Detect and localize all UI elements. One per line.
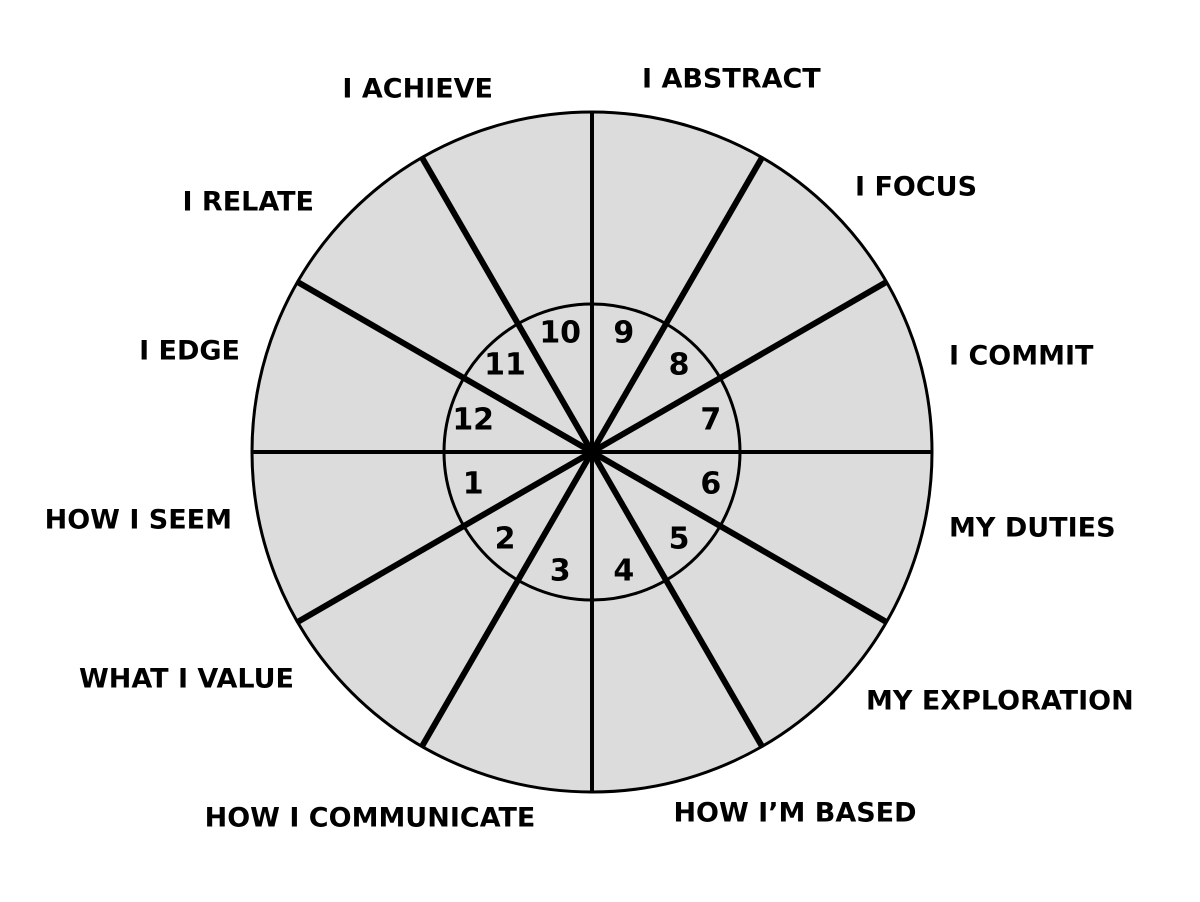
house-divider-8 <box>296 449 594 625</box>
house-number-11: 11 <box>484 348 526 383</box>
house-label-10: I ACHIEVE <box>342 74 493 105</box>
house-dividers <box>252 112 932 792</box>
house-divider-3 <box>589 156 765 454</box>
house-number-10: 10 <box>539 316 581 351</box>
house-number-5: 5 <box>669 522 690 557</box>
house-number-3: 3 <box>550 553 571 588</box>
house-label-2: WHAT I VALUE <box>79 664 294 695</box>
house-divider-12 <box>590 449 888 625</box>
house-divider-6 <box>296 279 594 455</box>
house-number-6: 6 <box>700 466 721 501</box>
inner-circle <box>442 302 742 602</box>
center-hub <box>582 442 602 462</box>
house-divider-2 <box>590 279 888 455</box>
house-number-9: 9 <box>613 316 634 351</box>
house-divider-11 <box>589 450 765 748</box>
house-number-1: 1 <box>463 466 484 501</box>
house-label-7: I COMMIT <box>949 341 1094 372</box>
house-label-9: I ABSTRACT <box>642 64 821 95</box>
house-label-11: I RELATE <box>182 187 314 218</box>
house-label-12: I EDGE <box>139 336 240 367</box>
house-label-3: HOW I COMMUNICATE <box>205 803 536 834</box>
house-number-2: 2 <box>495 522 516 557</box>
house-number-12: 12 <box>452 403 494 438</box>
house-number-7: 7 <box>700 403 721 438</box>
house-divider-5 <box>419 156 595 454</box>
house-number-8: 8 <box>669 348 690 383</box>
house-labels: HOW I SEEM WHAT I VALUE HOW I COMMUNICATE H… <box>45 64 1134 834</box>
house-label-1: HOW I SEEM <box>45 505 232 536</box>
house-number-4: 4 <box>613 553 634 588</box>
house-divider-9 <box>419 450 595 748</box>
house-label-5: MY EXPLORATION <box>866 686 1134 717</box>
house-label-8: I FOCUS <box>855 172 977 203</box>
house-label-4: HOW I’M BASED <box>673 798 916 829</box>
house-label-6: MY DUTIES <box>949 513 1116 544</box>
